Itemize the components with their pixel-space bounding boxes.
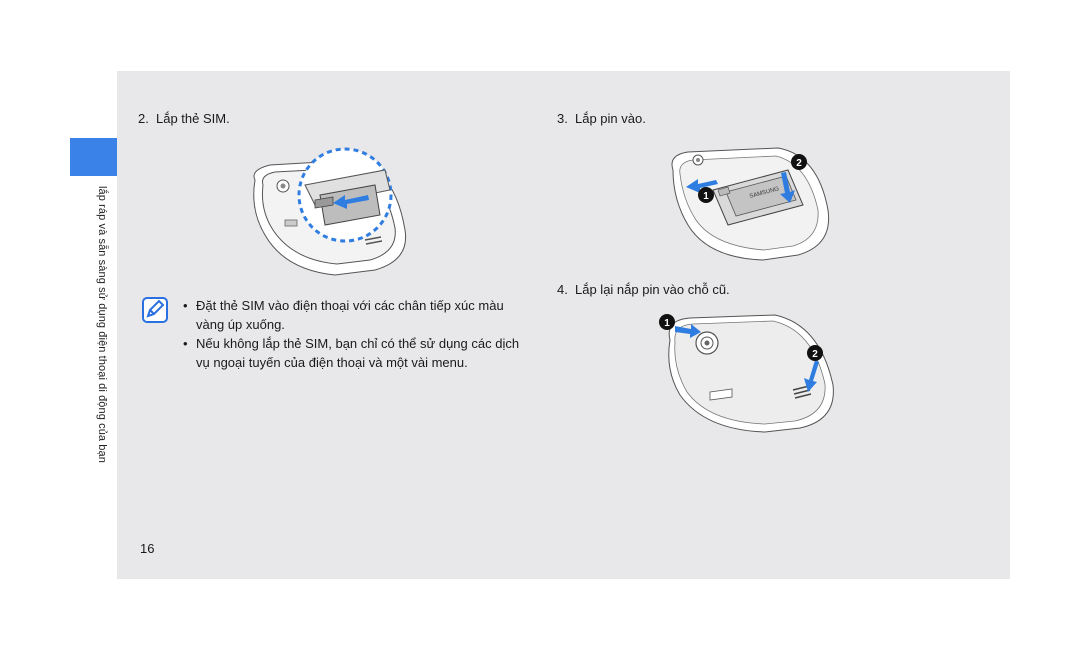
page-number: 16 <box>140 541 155 556</box>
note-pencil-icon <box>142 297 168 323</box>
step-2-heading: 2. Lắp thẻ SIM. <box>138 111 230 126</box>
note-bullet-1: Đặt thẻ SIM vào điện thoại với các chân … <box>183 296 523 334</box>
step-3-number: 3. <box>557 111 568 126</box>
cover-marker-1-label: 1 <box>664 318 670 329</box>
note-bullet-2: Nếu không lắp thẻ SIM, bạn chỉ có thể sử… <box>183 334 523 372</box>
sim-insert-illustration <box>253 147 407 276</box>
step-3-text: Lắp pin vào. <box>575 111 646 126</box>
battery-cover-illustration: 1 2 <box>659 314 834 433</box>
step-2-text: Lắp thẻ SIM. <box>156 111 230 126</box>
step-4-heading: 4. Lắp lại nắp pin vào chỗ cũ. <box>557 282 730 297</box>
step-2-number: 2. <box>138 111 149 126</box>
chapter-tab <box>70 138 117 176</box>
step-3-heading: 3. Lắp pin vào. <box>557 111 646 126</box>
chapter-side-label: lắp ráp và sẵn sàng sử dụng điện thoại d… <box>96 186 108 463</box>
marker-2-label: 2 <box>796 158 802 169</box>
marker-1-label: 1 <box>703 191 709 202</box>
note-list: Đặt thẻ SIM vào điện thoại với các chân … <box>183 296 523 372</box>
cover-marker-2-label: 2 <box>812 349 818 360</box>
step-4-number: 4. <box>557 282 568 297</box>
battery-insert-illustration: SAMSUNG 1 2 <box>671 147 830 261</box>
step-4-text: Lắp lại nắp pin vào chỗ cũ. <box>575 282 730 297</box>
